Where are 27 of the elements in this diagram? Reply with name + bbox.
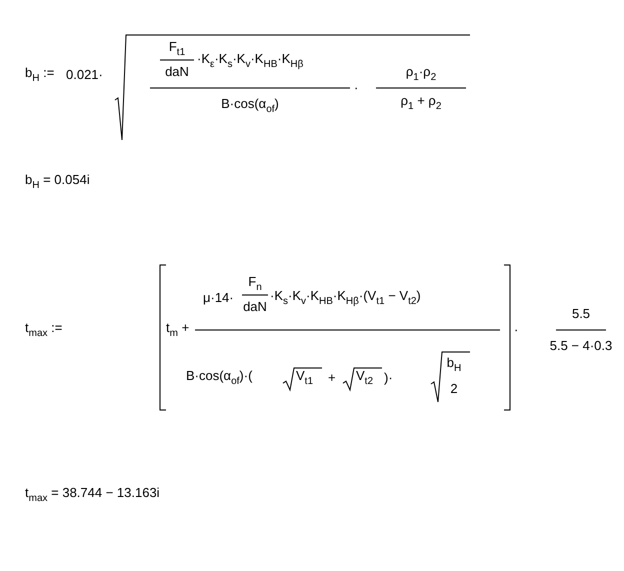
- formula-text: ρ$_{1}$ + ρ$_{2}$: [400, 93, 442, 113]
- formula-text: 0.021·: [66, 67, 103, 83]
- formula-text: μ·14·: [203, 290, 234, 306]
- formula-text: 2: [450, 381, 458, 397]
- formula-text: ·: [514, 322, 518, 338]
- formula-text: b$_{H}$ :=: [25, 65, 54, 85]
- formula-text: ·K$_{s}$·K$_{v}$·K$_{HB}$·K$_{Hβ}$·(V$_{t1}$ − V$_{t2}$): [270, 288, 421, 308]
- formula-text: daN: [165, 64, 189, 80]
- formula-text: ·K$_{ε}$·K$_{s}$·K$_{v}$·K$_{HB}$·K$_{Hβ}$: [197, 51, 304, 71]
- formula-text: )·: [384, 370, 393, 386]
- formula-text: t$_{max}$ = 38.744 − 13.163i: [25, 485, 160, 505]
- formula-text: F$_{t1}$: [168, 39, 186, 59]
- formula-text: B·cos(α$_{of}$)·(: [186, 368, 252, 388]
- formula-text: b$_{H}$ = 0.054i: [25, 172, 90, 192]
- formula-text: 5.5: [572, 306, 590, 322]
- formula-text: 5.5 − 4·0.3: [550, 338, 612, 354]
- formula-text: +: [328, 370, 336, 386]
- formula-text: t$_{m}$ +: [166, 320, 190, 340]
- formula-text: B·cos(α$_{of}$): [221, 96, 279, 116]
- formula-text: V$_{t1}$: [296, 368, 314, 388]
- formula-text: b$_{H}$: [446, 355, 462, 375]
- formula-text: ρ$_{1}$·ρ$_{2}$: [406, 64, 436, 84]
- formula-text: F$_{n}$: [248, 274, 262, 294]
- formula-text: V$_{t2}$: [356, 368, 374, 388]
- formula-text: ·: [354, 80, 358, 96]
- formula-text: t$_{max}$ :=: [25, 320, 62, 340]
- formula-text: daN: [243, 299, 267, 315]
